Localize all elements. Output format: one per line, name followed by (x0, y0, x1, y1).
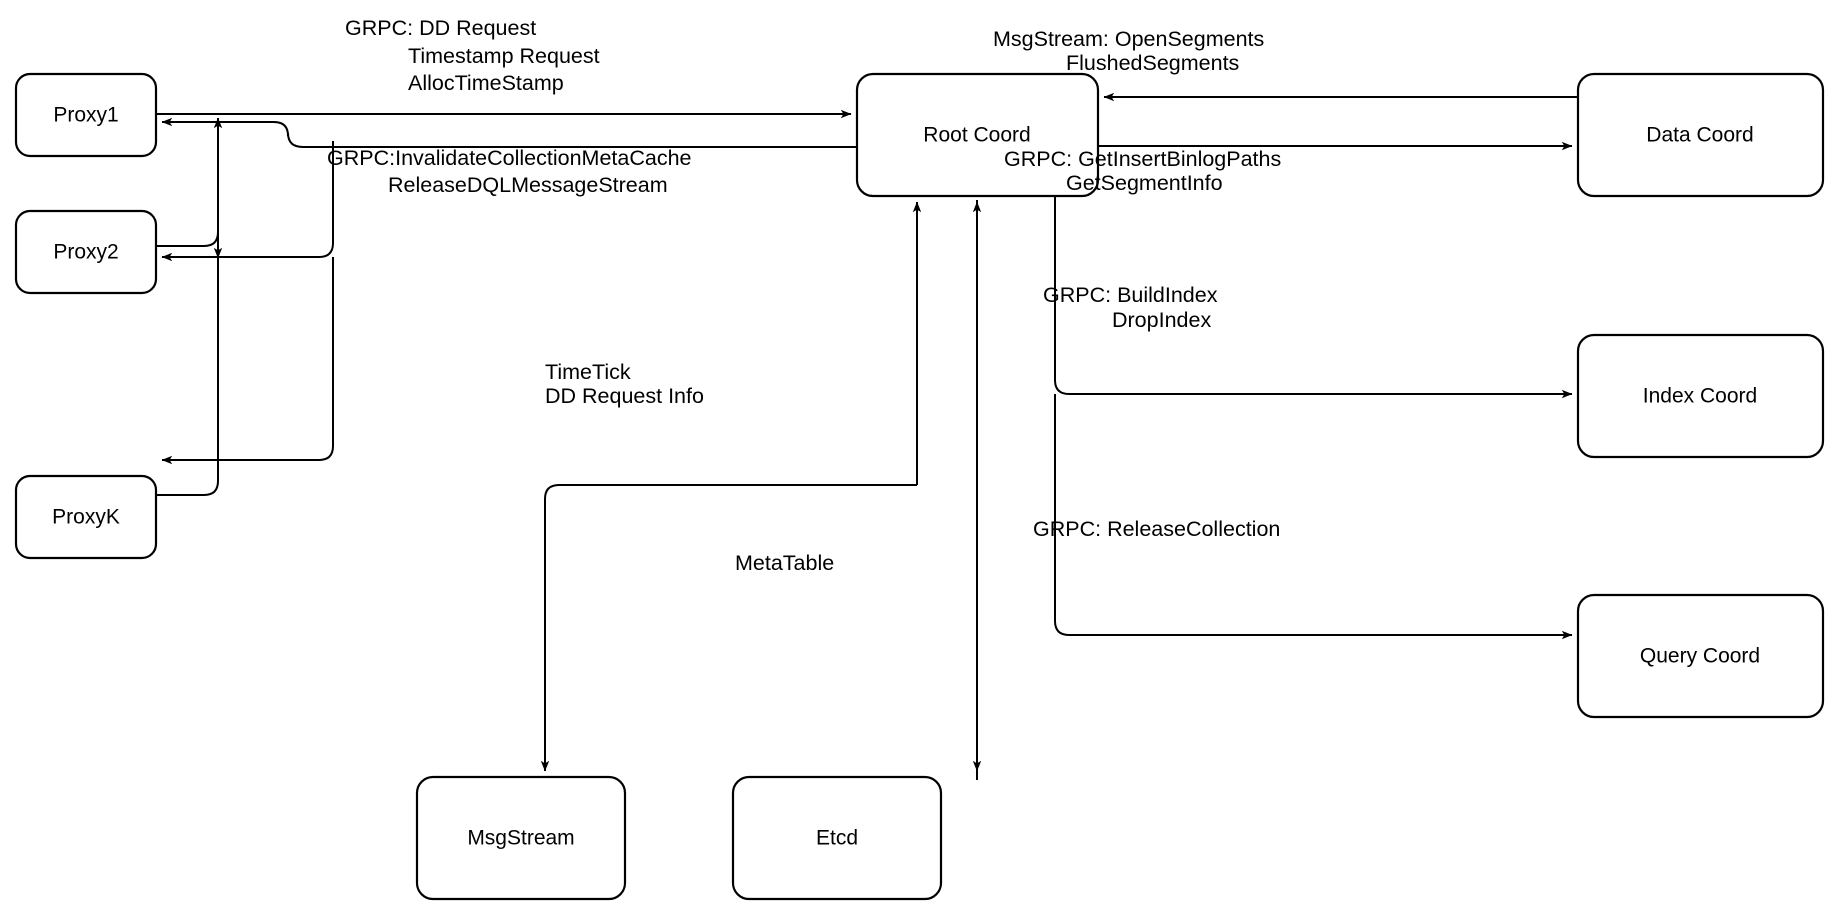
node-proxyk-label: ProxyK (52, 506, 120, 529)
node-rootcoord[interactable]: Root Coord (855, 72, 1100, 198)
edge-rootcoord-to-proxy1 (161, 117, 857, 148)
edge-label-root-to-querycoord: GRPC: ReleaseCollection (1033, 517, 1280, 541)
edges-layer (156, 92, 1578, 780)
node-proxy2[interactable]: Proxy2 (14, 209, 158, 295)
edge-label-line: FlushedSegments (1066, 51, 1239, 75)
node-proxy1-label: Proxy1 (53, 104, 118, 127)
node-msgstream-box[interactable] (415, 775, 627, 901)
edge-label-line: Timestamp Request (408, 44, 600, 68)
edge-label-root-to-proxy: GRPC:InvalidateCollectionMetaCache Relea… (327, 146, 691, 197)
edge-labels-layer: GRPC: DD Request Timestamp Request Alloc… (327, 16, 1281, 575)
edge-label-line: AllocTimeStamp (408, 71, 564, 95)
node-indexcoord[interactable]: Index Coord (1576, 333, 1825, 459)
edge-rootcoord-to-msgstream (540, 484, 917, 772)
node-proxyk-box[interactable] (14, 474, 158, 560)
edge-label-line: GRPC: GetInsertBinlogPaths (1004, 147, 1281, 171)
node-etcd-box[interactable] (731, 775, 943, 901)
edge-label-line: GRPC: BuildIndex (1043, 283, 1218, 307)
edge-label-datacoord-to-root: MsgStream: OpenSegments FlushedSegments (993, 27, 1264, 75)
edge-label-line: ReleaseDQLMessageStream (388, 173, 668, 197)
node-etcd[interactable]: Etcd (731, 775, 943, 901)
edge-label-line: DD Request Info (545, 384, 704, 408)
node-proxy2-label: Proxy2 (53, 241, 118, 264)
edge-rootcoord-to-indexcoord (1054, 196, 1573, 399)
edge-rootcoord-to-proxyk (161, 257, 334, 465)
edge-label-root-to-indexcoord: GRPC: BuildIndex DropIndex (1043, 283, 1218, 332)
node-msgstream[interactable]: MsgStream (415, 775, 627, 901)
node-etcd-label: Etcd (816, 827, 858, 850)
node-proxy2-box[interactable] (14, 209, 158, 295)
edge-label-line: GetSegmentInfo (1066, 171, 1223, 195)
edge-label-line: DropIndex (1112, 308, 1211, 332)
edge-label-root-to-datacoord: GRPC: GetInsertBinlogPaths GetSegmentInf… (1004, 147, 1281, 195)
node-indexcoord-label: Index Coord (1643, 385, 1757, 408)
node-rootcoord-label: Root Coord (923, 124, 1030, 147)
edge-rootcoord-to-proxy2 (161, 141, 334, 262)
node-datacoord[interactable]: Data Coord (1576, 72, 1825, 198)
edge-label-line: GRPC: DD Request (345, 16, 536, 40)
edge-proxy2-to-rootcoord (156, 231, 223, 259)
edge-label-line: MetaTable (735, 551, 834, 575)
node-rootcoord-box[interactable] (855, 72, 1100, 198)
node-proxy1[interactable]: Proxy1 (14, 72, 158, 158)
edge-label-root-etcd: MetaTable (735, 551, 834, 575)
node-proxyk[interactable]: ProxyK (14, 474, 158, 560)
edge-rootcoord-to-querycoord (1054, 394, 1573, 640)
node-proxy1-box[interactable] (14, 72, 158, 158)
edge-label-line: MsgStream: OpenSegments (993, 27, 1264, 51)
edge-label-proxy-to-root: GRPC: DD Request Timestamp Request Alloc… (345, 16, 600, 95)
node-querycoord[interactable]: Query Coord (1576, 593, 1825, 719)
node-querycoord-label: Query Coord (1640, 645, 1760, 668)
node-indexcoord-box[interactable] (1576, 333, 1825, 459)
edge-proxyk-to-rootcoord (156, 117, 223, 496)
node-datacoord-label: Data Coord (1646, 124, 1753, 147)
edge-label-line: TimeTick (545, 360, 631, 384)
node-msgstream-label: MsgStream (467, 827, 574, 850)
edge-label-line: GRPC: ReleaseCollection (1033, 517, 1280, 541)
edge-label-root-to-msgstream: TimeTick DD Request Info (545, 360, 704, 408)
nodes-layer: Proxy1 Proxy2 ProxyK Root Coord Data Coo… (14, 72, 1825, 901)
node-datacoord-box[interactable] (1576, 72, 1825, 198)
edge-label-line: GRPC:InvalidateCollectionMetaCache (327, 146, 691, 170)
node-querycoord-box[interactable] (1576, 593, 1825, 719)
